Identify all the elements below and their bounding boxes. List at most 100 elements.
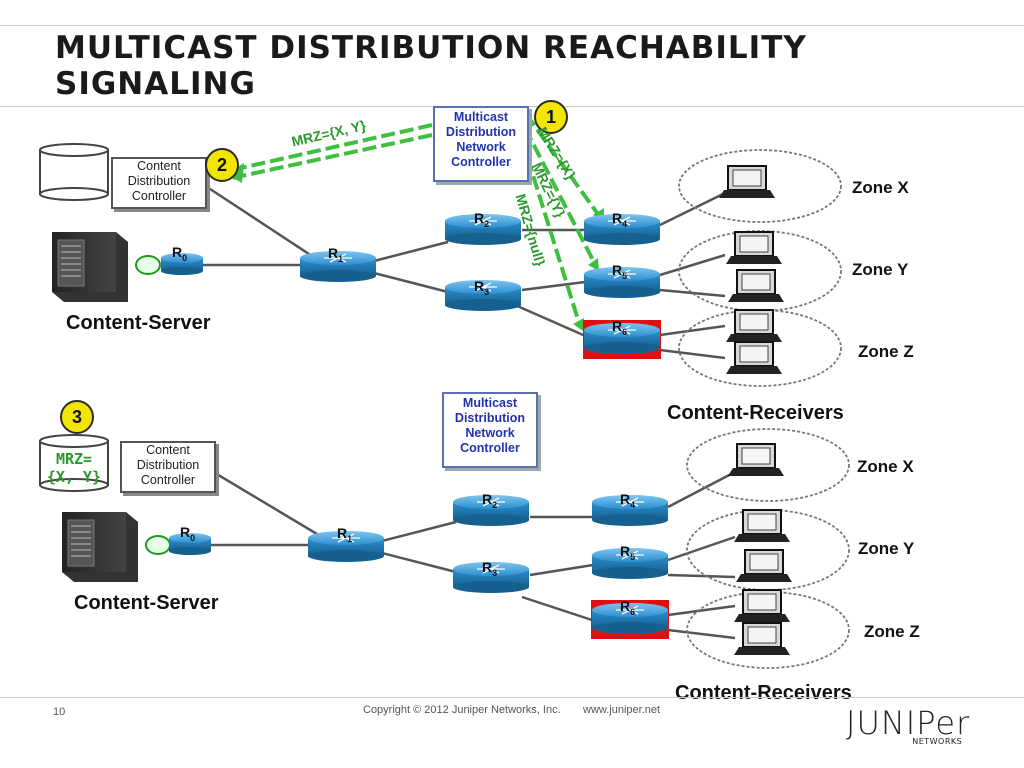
zone-z-label: Zone Z [858, 342, 914, 361]
cdc-line-1: Content [137, 159, 181, 173]
step-badge-3: 3 [60, 400, 94, 434]
router-label-r1: R1 [328, 245, 343, 264]
database-mrz-label: MRZ= {X, Y} [40, 450, 108, 486]
content-server-label: Content-Server [74, 592, 219, 614]
router-letter: R [482, 491, 493, 507]
router-label-r6: R6 [612, 318, 627, 337]
content-server-icon [61, 511, 139, 583]
router-subscript: 3 [484, 286, 490, 297]
router-letter: R [612, 210, 623, 226]
router-letter: R [620, 598, 631, 614]
laptop-icon [725, 309, 783, 343]
cdc-line-2: Distribution [136, 458, 200, 472]
router-subscript: 1 [347, 533, 353, 544]
router-label-r3: R3 [474, 278, 489, 297]
router-letter: R [620, 543, 631, 559]
laptop-icon [733, 509, 791, 543]
laptop-icon [718, 165, 776, 199]
router-subscript: 0 [190, 532, 196, 543]
content-distribution-controller: Content Distribution Controller [111, 157, 207, 209]
router-subscript: 4 [630, 499, 636, 510]
router-label-r5: R5 [612, 262, 627, 281]
laptop-icon [733, 589, 791, 623]
title-line-1: MULTICAST DISTRIBUTION REACHABILITY [55, 30, 807, 66]
content-receivers-label: Content-Receivers [675, 682, 852, 704]
content-receivers-label: Content-Receivers [667, 402, 844, 424]
router-label-r2: R2 [474, 210, 489, 229]
router-letter: R [328, 245, 339, 261]
content-server-label: Content-Server [66, 312, 211, 334]
multicast-distribution-network-controller: Multicast Distribution Network Controlle… [442, 392, 538, 468]
router-subscript: 3 [492, 567, 498, 578]
footer-rule [0, 697, 1024, 698]
zone-y-label: Zone Y [852, 260, 909, 279]
top-rule [0, 25, 1024, 26]
mdnc-line-1: Multicast [453, 110, 509, 124]
copyright-text: Copyright © 2012 Juniper Networks, Inc. [363, 704, 561, 716]
router-subscript: 2 [492, 499, 498, 510]
laptop-icon [725, 341, 783, 375]
router-label-r5: R5 [620, 543, 635, 562]
laptop-icon [725, 231, 783, 265]
router-letter: R [620, 491, 631, 507]
router-label-r0: R0 [180, 524, 195, 543]
zone-x-label: Zone X [852, 178, 909, 197]
cdc-line-3: Controller [131, 189, 187, 203]
router-label-r6: R6 [620, 598, 635, 617]
router-letter: R [482, 559, 493, 575]
router-label-r1: R1 [337, 525, 352, 544]
router-subscript: 5 [630, 551, 636, 562]
router-letter: R [612, 318, 623, 334]
router-letter: R [172, 244, 183, 260]
mdnc-line-2: Distribution [454, 411, 526, 425]
juniper-logo: JUNIPer NETWORKS [846, 707, 970, 746]
laptop-icon [733, 622, 791, 656]
router-label-r4: R4 [612, 210, 627, 229]
website-link[interactable]: www.juniper.net [583, 704, 661, 716]
router-subscript: 4 [622, 218, 628, 229]
router-subscript: 5 [622, 270, 628, 281]
mdnc-line-3: Network [465, 426, 515, 440]
logo-word: JUNIPer [846, 704, 971, 742]
database-mrz-line-2: {X, Y} [46, 468, 102, 486]
router-label-r2: R2 [482, 491, 497, 510]
content-server-icon [51, 231, 129, 303]
router-subscript: 1 [338, 253, 344, 264]
router-subscript: 6 [622, 326, 628, 337]
mdnc-line-4: Controller [460, 441, 520, 455]
zone-z-label: Zone Z [864, 622, 920, 641]
router-label-r0: R0 [172, 244, 187, 263]
cdc-line-2: Distribution [127, 174, 191, 188]
mdnc-line-2: Distribution [445, 125, 517, 139]
step-badge-2: 2 [205, 148, 239, 182]
router-letter: R [337, 525, 348, 541]
database-icon [39, 143, 109, 201]
logo-subtitle: NETWORKS [912, 737, 963, 746]
page-number: 10 [53, 706, 66, 718]
bottom-links [190, 468, 736, 640]
router-letter: R [612, 262, 623, 278]
laptop-icon [727, 269, 785, 303]
router-subscript: 0 [182, 252, 188, 263]
signal-lines [231, 112, 602, 327]
content-distribution-controller: Content Distribution Controller [120, 441, 216, 493]
mdnc-line-4: Controller [451, 155, 511, 169]
router-letter: R [474, 278, 485, 294]
router-subscript: 2 [484, 218, 490, 229]
top-links [183, 183, 726, 360]
router-label-r3: R3 [482, 559, 497, 578]
cdc-line-1: Content [146, 443, 190, 457]
laptop-icon [727, 443, 785, 477]
multicast-distribution-network-controller: Multicast Distribution Network Controlle… [433, 106, 529, 182]
database-mrz-line-1: MRZ= [55, 450, 93, 468]
router-subscript: 6 [630, 606, 636, 617]
step-badge-1: 1 [534, 100, 568, 134]
router-letter: R [180, 524, 191, 540]
cdc-line-3: Controller [140, 473, 196, 487]
router-label-r4: R4 [620, 491, 635, 510]
laptop-icon [735, 549, 793, 583]
slide-title: MULTICAST DISTRIBUTION REACHABILITY SIGN… [55, 30, 955, 102]
mdnc-line-1: Multicast [462, 396, 518, 410]
